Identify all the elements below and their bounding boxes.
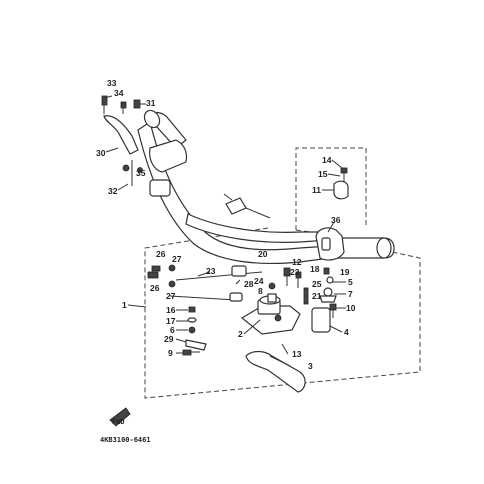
small-parts-26-27	[147, 264, 176, 288]
callout-32: 32	[108, 186, 118, 196]
brake-lever	[245, 350, 306, 393]
fwd-arrow-icon: FWD	[109, 407, 131, 427]
assembly-boundary-main	[144, 227, 421, 399]
callout-30: 30	[96, 148, 106, 158]
callout-21: 21	[312, 291, 322, 301]
bolt-33-34	[101, 95, 141, 114]
small-parts-left-column	[182, 306, 207, 356]
master-cylinder	[240, 295, 331, 335]
callout-16: 16	[166, 305, 176, 315]
callout-27-lower: 27	[166, 291, 176, 301]
callout-17: 17	[166, 316, 176, 326]
callout-7: 7	[348, 289, 353, 299]
callout-12: 12	[292, 257, 302, 267]
callout-31: 31	[146, 98, 156, 108]
cable-connector	[223, 193, 271, 219]
callout-8: 8	[258, 286, 263, 296]
callout-35: 35	[136, 168, 146, 178]
small-parts-right-column	[267, 267, 337, 318]
callout-22: 22	[290, 267, 300, 277]
callout-4: 4	[344, 327, 349, 337]
callout-6: 6	[170, 325, 175, 335]
callout-5: 5	[348, 277, 353, 287]
left-lever-holder	[103, 115, 188, 197]
callout-27-upper: 27	[172, 254, 182, 264]
cable-adjuster	[169, 265, 263, 302]
callout-29: 29	[164, 334, 174, 344]
callout-13: 13	[292, 349, 302, 359]
callout-26-upper: 26	[156, 249, 166, 259]
callout-20: 20	[258, 249, 268, 259]
callout-24: 24	[254, 276, 264, 286]
callout-labels: 33 34 31 30 35 32 14 15 11 36 20 26 27 2…	[96, 78, 356, 371]
right-switch-assembly	[315, 221, 345, 261]
callout-25: 25	[312, 279, 322, 289]
callout-14: 14	[322, 155, 332, 165]
right-grip	[333, 237, 395, 259]
callout-26-lower: 26	[150, 283, 160, 293]
switch-screw-14-15-11	[333, 167, 349, 200]
fwd-label: FWD	[112, 418, 125, 426]
callout-18: 18	[310, 264, 320, 274]
assembly-boundary-switch	[295, 147, 367, 230]
callout-9: 9	[168, 348, 173, 358]
callout-23: 23	[206, 266, 216, 276]
callout-33: 33	[107, 78, 117, 88]
callout-15: 15	[318, 169, 328, 179]
callout-11: 11	[312, 185, 321, 195]
callout-1: 1	[122, 300, 127, 310]
callout-28: 28	[244, 279, 254, 289]
drawing-code: 4KB3100-6461	[100, 436, 151, 444]
callout-36: 36	[331, 215, 341, 225]
leader-lines	[103, 95, 346, 367]
callout-34: 34	[114, 88, 124, 98]
callout-3: 3	[308, 361, 313, 371]
callout-10: 10	[346, 303, 356, 313]
callout-2: 2	[238, 329, 243, 339]
callout-19: 19	[340, 267, 350, 277]
